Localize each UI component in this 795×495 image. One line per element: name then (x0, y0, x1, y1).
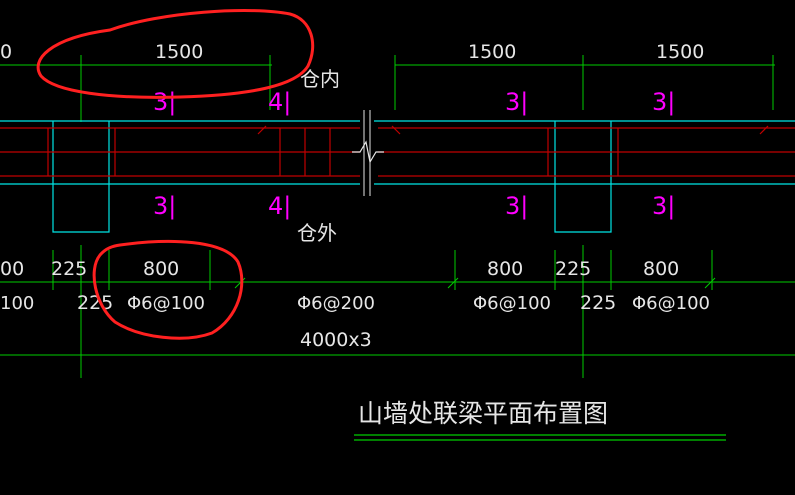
section-label-top-a: 3| (153, 88, 176, 116)
dim-row1-800-a: 800 (143, 258, 179, 280)
rebar-phi6-100-c: Φ6@100 (632, 293, 710, 314)
break-line (352, 110, 384, 196)
dim-row1-left-partial: 00 (0, 258, 24, 280)
dim-row1-225-b: 225 (555, 258, 591, 280)
dim-row2-left-partial: 100 (0, 293, 34, 314)
drawing-title: 山墙处联梁平面布置图 (358, 399, 608, 428)
dim-row1-225-a: 225 (51, 258, 87, 280)
dim-total: 4000x3 (300, 329, 372, 351)
label-inside: 仓内 (300, 67, 340, 91)
dim-row2-225-a: 225 (77, 292, 113, 314)
dim-top-mid: 1500 (468, 41, 516, 63)
rebar-phi6-100-b: Φ6@100 (473, 293, 551, 314)
title-underline (354, 434, 726, 441)
top-dimension-lines (0, 55, 775, 122)
section-label-top-d: 3| (652, 88, 675, 116)
section-label-bottom-c: 3| (505, 192, 528, 220)
beam-rebar (0, 125, 795, 177)
section-label-bottom-a: 3| (153, 192, 176, 220)
section-label-bottom-b: 4| (268, 192, 291, 220)
dim-top-left: 1500 (155, 41, 203, 63)
annotation-circle-top (36, 9, 315, 99)
section-label-top-c: 3| (505, 88, 528, 116)
dim-row2-225-b: 225 (580, 292, 616, 314)
label-outside: 仓外 (297, 221, 337, 245)
dim-row1-800-b: 800 (487, 258, 523, 280)
annotation-circle-bottom (92, 239, 244, 340)
dim-top-left-partial: 0 (0, 41, 12, 63)
mid-dimension-lines (0, 245, 795, 378)
rebar-phi6-200: Φ6@200 (297, 293, 375, 314)
section-label-bottom-d: 3| (652, 192, 675, 220)
rebar-phi6-100-a: Φ6@100 (127, 293, 205, 314)
dim-top-right: 1500 (656, 41, 704, 63)
section-label-top-b: 4| (268, 88, 291, 116)
dim-row1-800-c: 800 (643, 258, 679, 280)
